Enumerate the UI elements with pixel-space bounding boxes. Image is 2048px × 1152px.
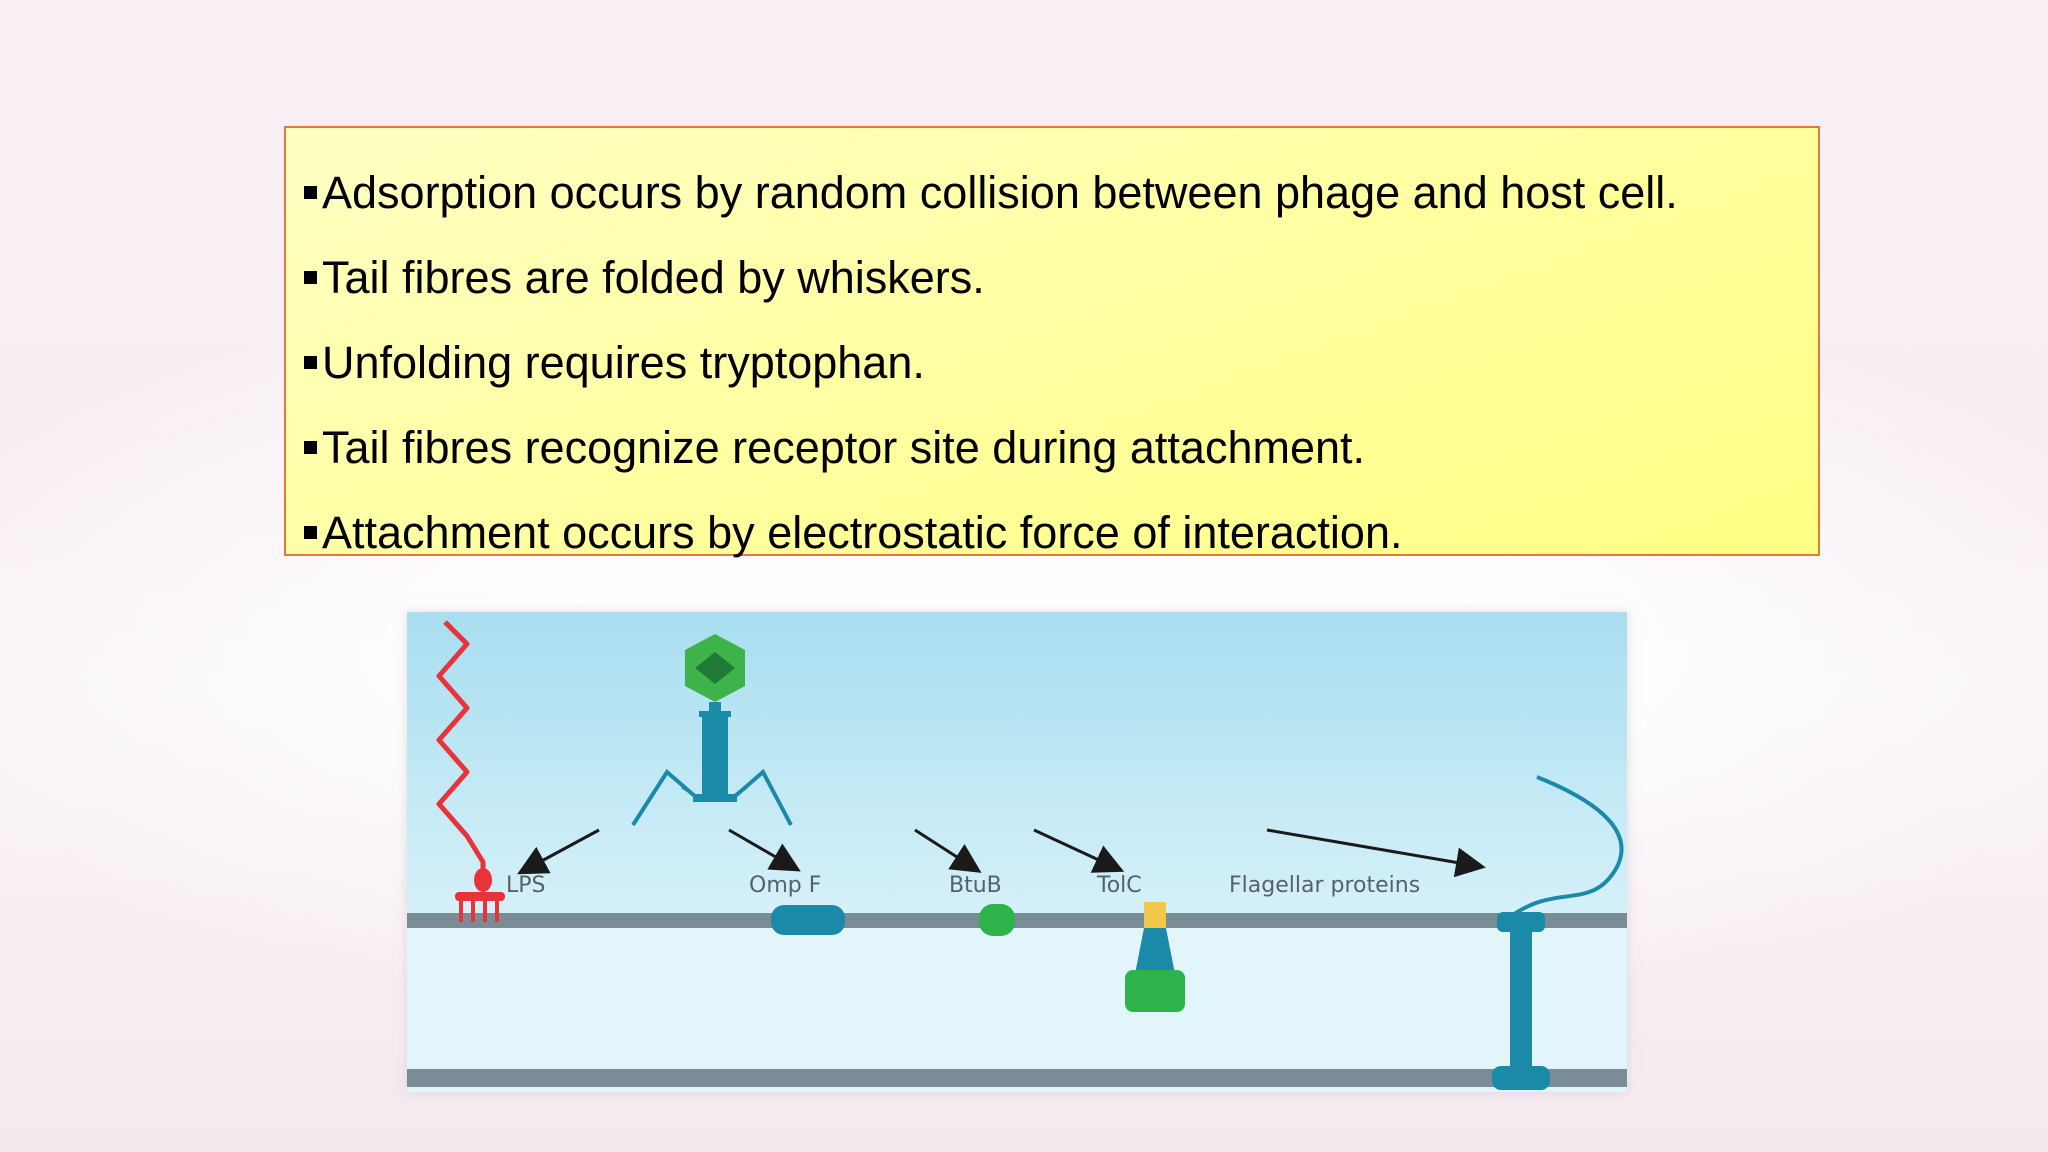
bullet-text-box: Adsorption occurs by random collision be… <box>284 126 1820 558</box>
label-tolc: TolC <box>1096 873 1142 898</box>
bacteriophage-icon <box>631 634 793 827</box>
bullet-item: Unfolding requires tryptophan. <box>304 320 1798 405</box>
square-bullet-icon <box>304 186 317 199</box>
bullet-item: Attachment occurs by electrostatic force… <box>304 490 1798 575</box>
ompf-protein <box>771 905 845 935</box>
bullet-list: Adsorption occurs by random collision be… <box>304 150 1798 575</box>
bullet-text: Unfolding requires tryptophan. <box>322 336 925 388</box>
outer-membrane <box>407 913 1627 928</box>
extracellular-region <box>407 612 1627 917</box>
arrow-flagellar <box>1266 828 1486 878</box>
tolc-protein <box>1125 902 1185 1012</box>
arrow-ompf <box>728 828 801 872</box>
label-flagellar-proteins: Flagellar proteins <box>1229 873 1420 898</box>
square-bullet-icon <box>304 271 317 284</box>
periplasm-region <box>407 917 1627 1092</box>
lps-molecule <box>436 620 505 922</box>
arrow-tolc <box>1033 828 1125 873</box>
phage-receptor-diagram: LPS Omp F BtuB TolC Flagellar proteins <box>407 612 1627 1092</box>
btub-protein <box>979 904 1015 936</box>
inner-membrane <box>407 1069 1627 1087</box>
bullet-item: Adsorption occurs by random collision be… <box>304 150 1798 235</box>
label-btub: BtuB <box>949 873 1002 898</box>
bullet-text: Tail fibres are folded by whiskers. <box>322 251 985 303</box>
bullet-text: Tail fibres recognize receptor site duri… <box>322 421 1366 473</box>
square-bullet-icon <box>304 526 317 539</box>
bullet-text: Attachment occurs by electrostatic force… <box>322 506 1403 558</box>
bullet-item: Tail fibres are folded by whiskers. <box>304 235 1798 320</box>
label-ompf: Omp F <box>749 873 821 898</box>
bullet-item: Tail fibres recognize receptor site duri… <box>304 405 1798 490</box>
diagram-canvas: LPS Omp F BtuB TolC Flagellar proteins <box>407 612 1627 1092</box>
arrow-btub <box>914 828 982 873</box>
pointer-arrows <box>517 828 1486 878</box>
square-bullet-icon <box>304 441 317 454</box>
arrow-lps <box>517 828 600 875</box>
square-bullet-icon <box>304 356 317 369</box>
bullet-text: Adsorption occurs by random collision be… <box>322 166 1678 218</box>
flagellum <box>1492 775 1624 1090</box>
label-lps: LPS <box>506 873 546 898</box>
